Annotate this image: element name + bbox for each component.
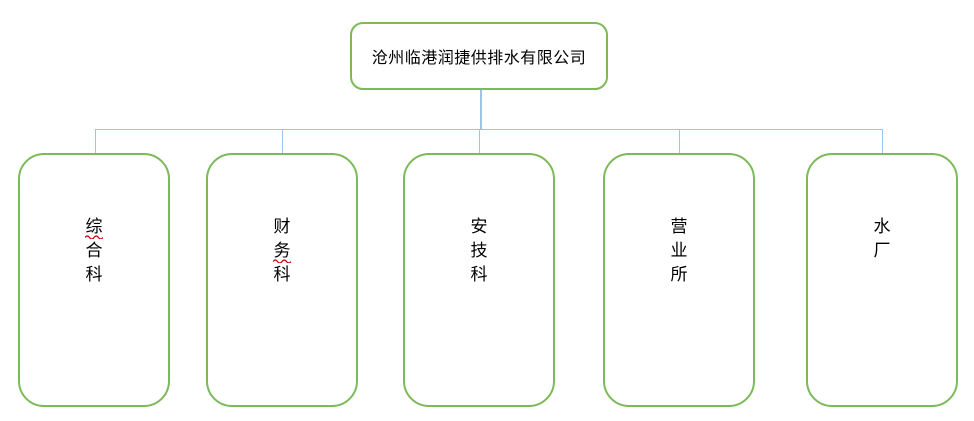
spellcheck-squiggle-icon (273, 259, 291, 263)
connector-stub-1 (95, 129, 96, 153)
org-child-box-zonghekе[interactable]: 综合科 (18, 153, 170, 407)
connector-horizontal-line (95, 129, 883, 130)
org-child-label: 营业所 (670, 217, 688, 284)
org-child-label: 安技科 (470, 217, 488, 284)
org-child-box-anjike[interactable]: 安技科 (403, 153, 555, 407)
org-child-label: 财务科 (273, 217, 291, 284)
connector-stub-4 (679, 129, 680, 153)
org-root-box[interactable]: 沧州临港润捷供排水有限公司 (350, 22, 608, 90)
org-child-box-yingyesuo[interactable]: 营业所 (603, 153, 755, 407)
org-child-label: 水厂 (873, 217, 891, 260)
org-child-label: 综合科 (85, 217, 103, 284)
connector-stub-2 (282, 129, 283, 153)
org-child-box-shuichang[interactable]: 水厂 (806, 153, 958, 407)
connector-stub-5 (882, 129, 883, 153)
org-root-label: 沧州临港润捷供排水有限公司 (371, 50, 587, 67)
connector-stub-3 (479, 129, 480, 153)
org-child-box-caiwuke[interactable]: 财务科 (206, 153, 358, 407)
connector-trunk-line (480, 90, 482, 129)
spellcheck-squiggle-icon (85, 235, 103, 239)
